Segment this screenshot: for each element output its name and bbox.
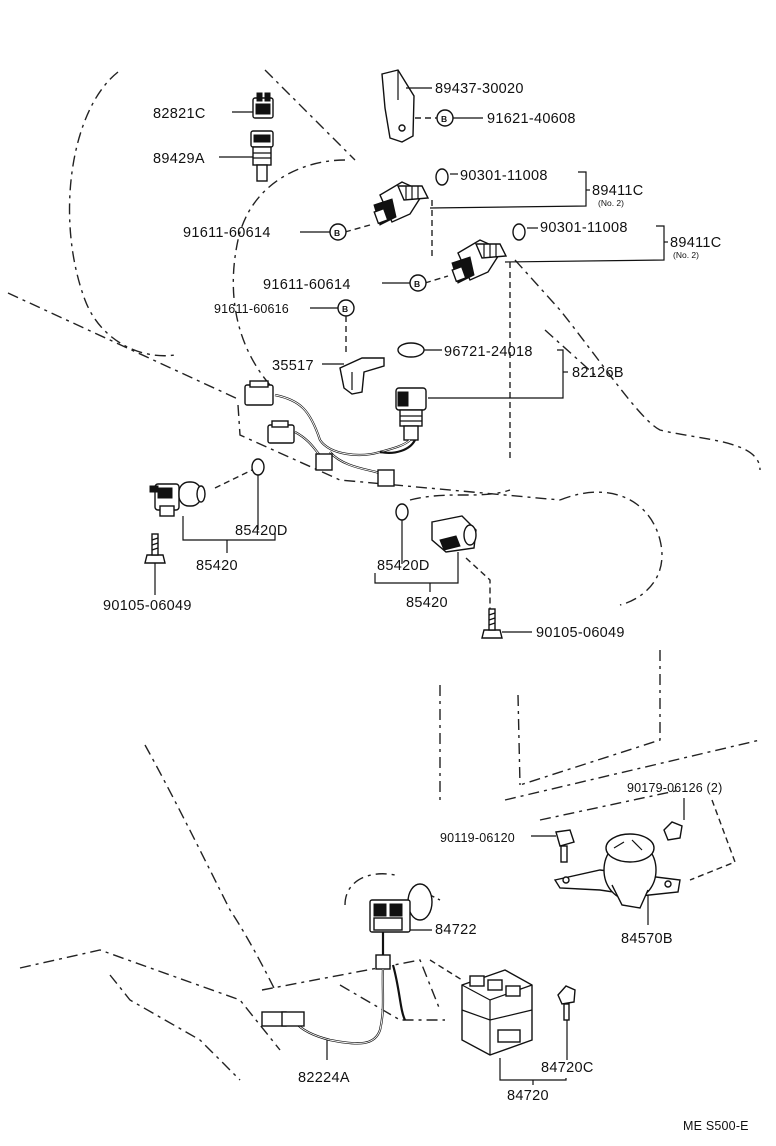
label-82224a: 82224A: [298, 1070, 350, 1086]
label-35517: 35517: [272, 358, 314, 374]
switch-82821c: [252, 92, 274, 119]
wire-harness: [244, 380, 416, 487]
bolt-90105-left: [144, 533, 166, 564]
label-90119-06120: 90119-06120: [440, 831, 515, 845]
bolt-marker-91611-upper-letter: B: [334, 228, 340, 238]
label-89429a: 89429A: [153, 151, 205, 167]
label-89437-30020: 89437-30020: [435, 81, 524, 97]
label-89411c-upper-note: (No. 2): [598, 198, 624, 208]
harness-82224a: [261, 932, 407, 1045]
label-90179-06126: 90179-06126 (2): [627, 781, 722, 795]
bracket-89437: [381, 69, 415, 143]
label-91611-60614-lower: 91611-60614: [263, 277, 351, 293]
label-91611-60616: 91611-60616: [214, 302, 289, 316]
label-84722: 84722: [435, 922, 477, 938]
bolt-90119: [555, 829, 575, 863]
bracket-35517: [339, 357, 385, 395]
bolt-marker-91621-letter: B: [441, 114, 447, 124]
label-90105-06049-right: 90105-06049: [536, 625, 625, 641]
speed-sensor-lower: [451, 239, 508, 284]
o-ring-85420d-right: [395, 503, 409, 521]
bolt-84720c: [557, 985, 576, 1021]
control-unit-84720: [461, 969, 533, 1056]
label-82126b: 82126B: [572, 365, 624, 381]
switch-89429a: [250, 130, 274, 182]
label-84720: 84720: [507, 1088, 549, 1104]
label-89411c-lower: 89411C: [670, 235, 722, 251]
label-91621-40608: 91621-40608: [487, 111, 576, 127]
speed-sensor-upper: [373, 181, 430, 226]
temp-sensor-82126b: [395, 387, 427, 441]
nut-90179: [663, 821, 683, 841]
label-89411c-upper: 89411C: [592, 183, 644, 199]
gasket-96721: [397, 342, 425, 358]
bolt-marker-91611-lower-letter: B: [414, 279, 420, 289]
label-91611-60614-upper: 91611-60614: [183, 225, 271, 241]
solenoid-85420-right: [431, 515, 477, 553]
label-85420-right: 85420: [406, 595, 448, 611]
o-ring-90301-lower: [512, 223, 526, 241]
label-85420-left: 85420: [196, 558, 238, 574]
label-90105-06049-left: 90105-06049: [103, 598, 192, 614]
label-82821c: 82821C: [153, 106, 206, 122]
reference-code: ME S500-E: [683, 1119, 749, 1133]
label-96721-24018: 96721-24018: [444, 344, 533, 360]
o-ring-85420d-left: [251, 458, 265, 476]
label-84720c: 84720C: [541, 1060, 594, 1076]
body-outlines: [7, 69, 761, 1081]
solenoid-85420-left: [149, 481, 206, 517]
label-89411c-lower-note: (No. 2): [673, 250, 699, 260]
o-ring-90301-upper: [435, 168, 449, 186]
label-84570b: 84570B: [621, 931, 673, 947]
label-90301-upper: 90301-11008: [460, 168, 548, 184]
switch-84570b: [553, 833, 681, 909]
label-85420d-left: 85420D: [235, 523, 288, 539]
bolt-marker-91611-60616-letter: B: [342, 304, 348, 314]
relay-84722: [369, 883, 433, 933]
label-90301-lower: 90301-11008: [540, 220, 628, 236]
bolt-90105-right: [481, 608, 503, 639]
label-85420d-right: 85420D: [377, 558, 430, 574]
